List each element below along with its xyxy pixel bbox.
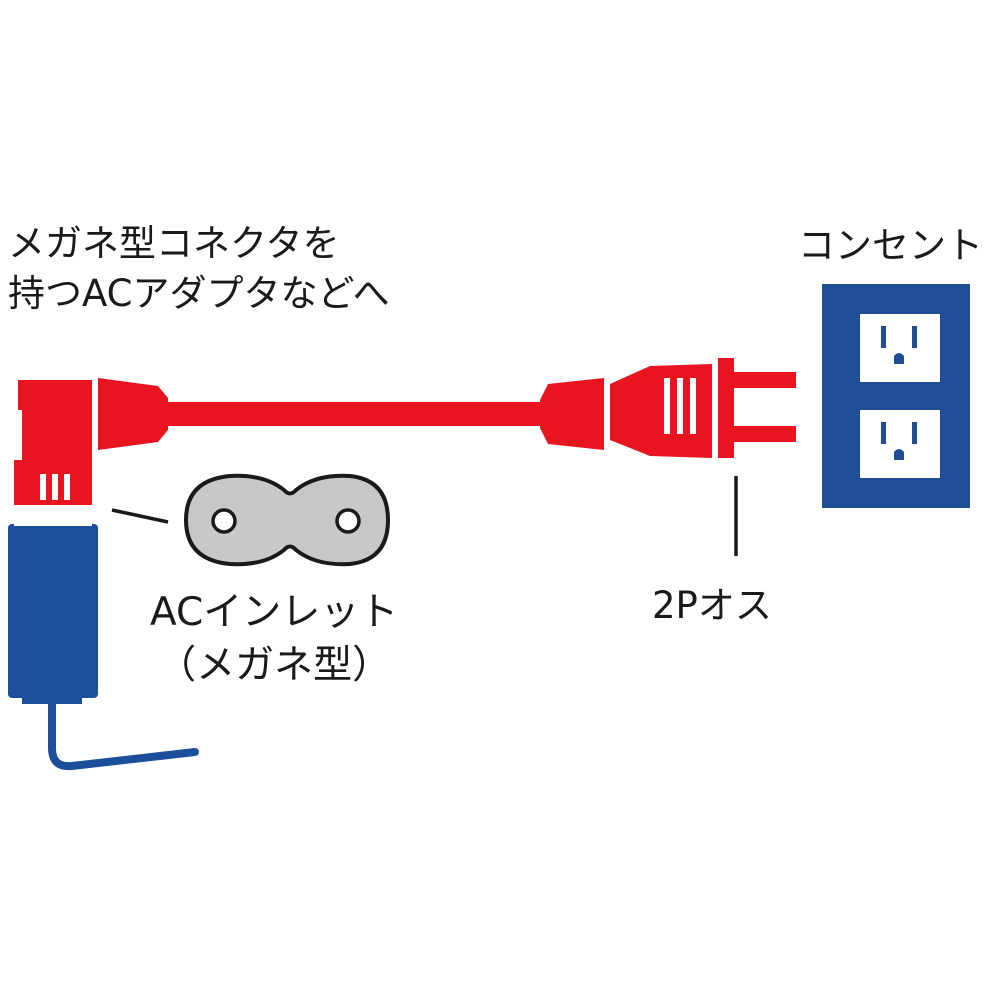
adapter-cable [48,696,199,771]
plug-strain-relief [540,378,604,450]
inlet-label: ACインレット （メガネ型） [150,590,398,696]
inlet-label-line2: （メガネ型） [157,642,392,688]
connector-slot [64,474,70,500]
connector-slot [52,474,58,500]
adapter-neck [22,688,82,704]
plug-prong-top [734,372,796,388]
ac-inlet-shape [183,473,391,567]
wall-outlet [822,284,970,508]
adapter-body [8,524,98,698]
inlet-pin-hole [335,508,361,534]
connector-strain-relief [98,378,168,450]
power-cable [166,402,546,426]
plug-grip-slot [690,378,696,434]
connector-slot [40,474,46,500]
plug-2p-male [540,358,796,460]
plug-body [610,364,712,458]
destination-label: メガネ型コネクタを 持つACアダプタなどへ [8,222,390,323]
destination-label-line1: メガネ型コネクタを [8,222,340,265]
plug-grip-slot [677,378,683,434]
plug-prong-bottom [734,426,796,442]
adapter-inlet-face [14,504,92,526]
ac-adapter [8,504,199,771]
outlet-label: コンセント [798,224,983,267]
connector-joint-gap [92,378,98,450]
plug-gap [604,374,610,454]
leader-line-inlet [111,508,169,524]
connector-angled-body [14,380,92,505]
plug-face [718,358,734,458]
destination-label-line2: 持つACアダプタなどへ [8,272,390,316]
plug-label: 2Pオス [652,584,772,627]
eyeglass-connector [14,378,168,505]
inlet-label-line1: ACインレット [150,590,399,635]
outlet-socket-bottom [860,410,940,478]
plug-face-gap [712,362,718,460]
inlet-outline [183,473,391,567]
inlet-pin-hole [211,508,237,534]
plug-grip-slot [664,378,670,434]
outlet-socket-top [860,314,940,382]
